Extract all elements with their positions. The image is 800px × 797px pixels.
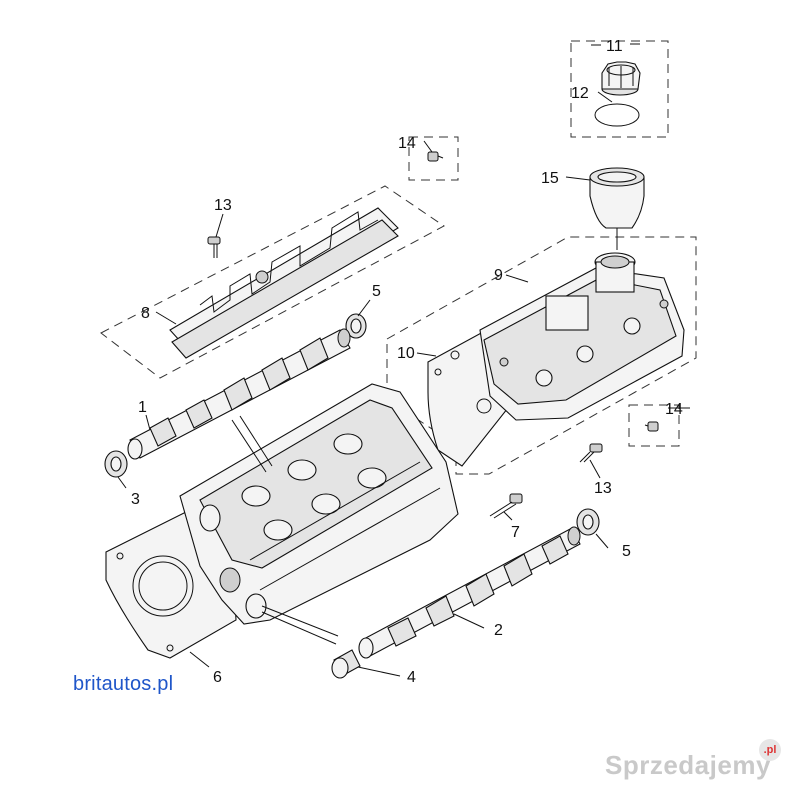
group-box-14-top xyxy=(408,136,459,181)
site-label: britautos.pl xyxy=(73,673,174,695)
callout-6: 6 xyxy=(213,669,222,686)
cap-seal-ring xyxy=(594,103,640,127)
camshaft-right xyxy=(358,526,581,659)
blanking-plug xyxy=(331,649,361,679)
callout-7: 7 xyxy=(511,524,520,541)
callout-12: 12 xyxy=(571,85,589,102)
callout-14-top: 14 xyxy=(398,135,416,152)
callout-4: 4 xyxy=(407,669,416,686)
camshaft-seal-top xyxy=(345,313,367,339)
leader-lines xyxy=(117,43,690,677)
group-box-8 xyxy=(100,185,445,379)
camshaft-cover-strip xyxy=(169,207,399,359)
callout-15: 15 xyxy=(541,170,559,187)
callout-14-right: 14 xyxy=(665,401,683,418)
callout-5-top: 5 xyxy=(372,283,381,300)
oil-filler-neck xyxy=(589,167,645,250)
bolt-7 xyxy=(489,493,523,519)
callout-13-top: 13 xyxy=(214,197,232,214)
callout-9: 9 xyxy=(494,267,503,284)
callout-8: 8 xyxy=(141,305,150,322)
callout-10: 10 xyxy=(397,345,415,362)
cam-cover xyxy=(479,252,685,421)
small-fastener-top xyxy=(427,151,444,162)
camshaft-seal-left xyxy=(104,450,128,478)
watermark-badge: .pl xyxy=(759,739,781,761)
callout-11: 11 xyxy=(606,38,623,55)
camshaft-left xyxy=(127,328,351,460)
cylinder-head xyxy=(179,383,459,645)
callout-5-bottom: 5 xyxy=(622,543,631,560)
callout-2: 2 xyxy=(494,622,503,639)
callout-3: 3 xyxy=(131,491,140,508)
oil-filler-cap xyxy=(601,61,641,96)
small-fastener-right xyxy=(644,421,659,432)
watermark-text: Sprzedajemy xyxy=(605,750,771,780)
callout-13-right: 13 xyxy=(594,480,612,497)
callout-1: 1 xyxy=(138,399,147,416)
bolt-13-right xyxy=(579,443,603,463)
group-box-11-12 xyxy=(570,40,669,138)
bolt-13-top xyxy=(207,236,221,258)
group-box-14-right xyxy=(628,404,680,447)
camshaft-seal-bottom xyxy=(576,508,600,536)
